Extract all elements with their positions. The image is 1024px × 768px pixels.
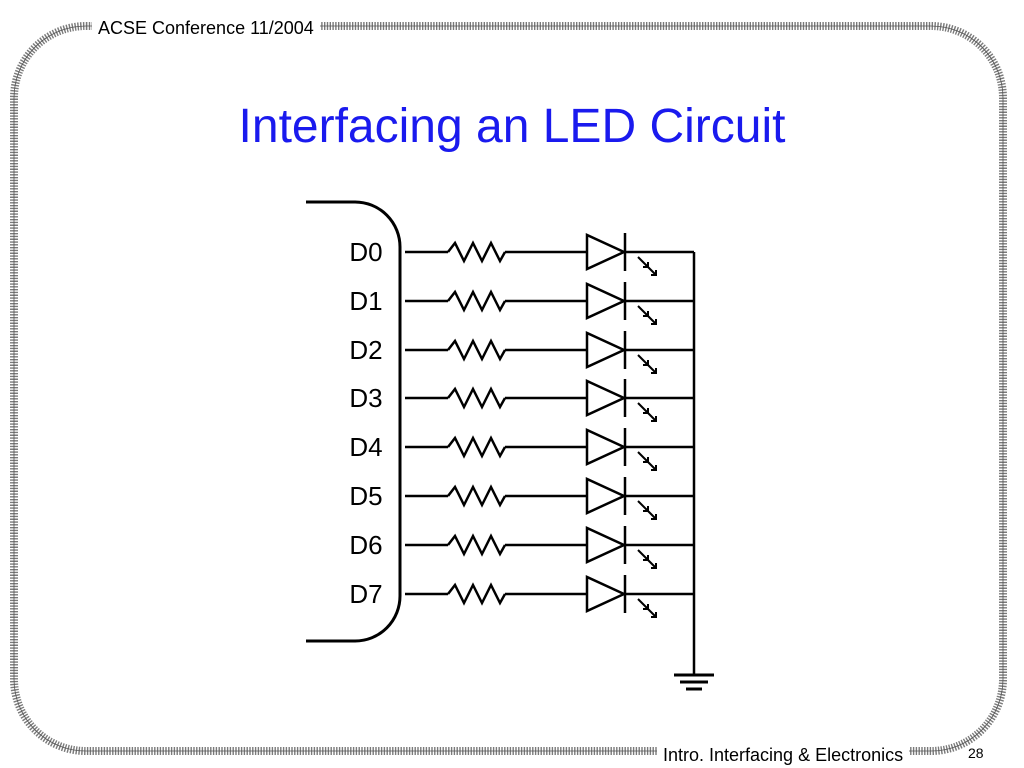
led-symbol xyxy=(585,282,627,320)
light-emission-arrow xyxy=(645,362,657,374)
circuit-row: D0 xyxy=(349,233,694,276)
pin-label: D1 xyxy=(349,286,382,316)
light-emission-arrow xyxy=(645,410,657,422)
resistor xyxy=(447,240,507,264)
circuit-row: D5 xyxy=(349,477,694,520)
pin-label: D4 xyxy=(349,432,382,462)
circuit-row: D1 xyxy=(349,282,694,325)
led-symbol xyxy=(585,526,627,564)
resistor xyxy=(447,582,507,606)
port-connector-outline xyxy=(306,200,402,643)
resistor xyxy=(447,435,507,459)
pin-label: D6 xyxy=(349,530,382,560)
ground-symbol xyxy=(674,673,714,691)
light-emission-arrow xyxy=(645,313,657,325)
resistor xyxy=(447,338,507,362)
circuit-row: D7 xyxy=(349,575,694,618)
resistor xyxy=(447,533,507,557)
led-symbol xyxy=(585,428,627,466)
circuit-row: D4 xyxy=(349,428,694,471)
pin-label: D5 xyxy=(349,481,382,511)
light-emission-arrow xyxy=(645,264,657,276)
slide-title: Interfacing an LED Circuit xyxy=(238,100,786,153)
light-emission-arrow xyxy=(645,606,657,618)
resistor xyxy=(447,386,507,410)
pin-label: D0 xyxy=(349,237,382,267)
led-symbol xyxy=(585,477,627,515)
circuit-row: D6 xyxy=(349,526,694,569)
footer-course-title: Intro. Interfacing & Electronics xyxy=(657,744,910,766)
led-symbol xyxy=(585,233,627,271)
light-emission-arrow xyxy=(645,508,657,520)
led-symbol xyxy=(585,379,627,417)
circuit-row: D2 xyxy=(349,331,694,374)
page-number: 28 xyxy=(968,745,984,761)
pin-label: D3 xyxy=(349,383,382,413)
circuit-row: D3 xyxy=(349,379,694,422)
pin-label: D7 xyxy=(349,579,382,609)
led-symbol xyxy=(585,331,627,369)
light-emission-arrow xyxy=(645,557,657,569)
pin-label: D2 xyxy=(349,335,382,365)
resistor xyxy=(447,484,507,508)
light-emission-arrow xyxy=(645,459,657,471)
resistor xyxy=(447,289,507,313)
led-symbol xyxy=(585,575,627,613)
conference-header: ACSE Conference 11/2004 xyxy=(92,17,320,39)
